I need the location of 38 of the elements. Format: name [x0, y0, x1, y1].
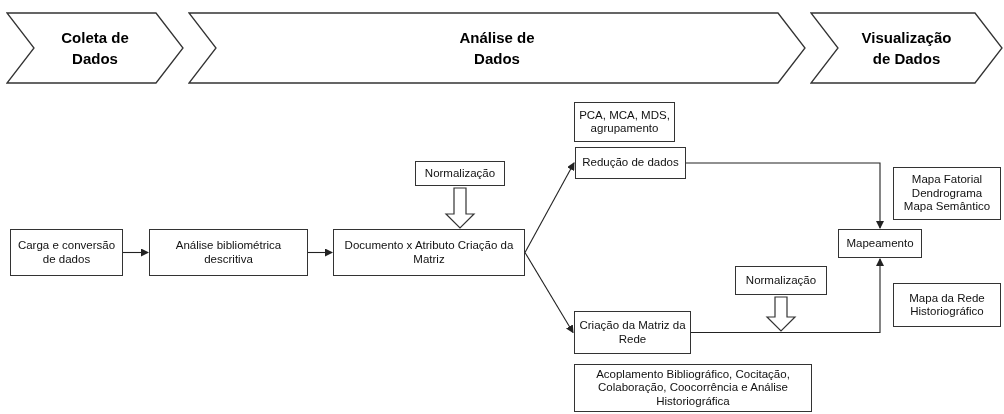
stage-banner: [810, 12, 1003, 84]
phase-label: Coleta de Dados: [60, 28, 130, 69]
arrow: [524, 162, 575, 254]
process-box: [575, 147, 686, 179]
block-arrow: [765, 296, 797, 332]
arrow: [122, 248, 149, 257]
arrow: [307, 248, 333, 257]
process-box: [10, 229, 123, 276]
box-label: Documento x Atributo Criação da Matriz: [343, 239, 515, 266]
process-box: [149, 229, 308, 276]
box-label: Análise bibliométrica descritiva: [174, 239, 283, 266]
process-box: [893, 167, 1001, 220]
box-label: Mapa da Rede Historiográfico: [908, 291, 986, 319]
box-label: Normalização: [745, 273, 817, 288]
phase-label: Visualização de Dados: [860, 28, 953, 69]
arrow: [524, 251, 574, 334]
process-box: [333, 229, 525, 276]
stage-banner: [6, 12, 184, 84]
box-label: Redução de dados: [582, 156, 679, 170]
box-label: Acoplamento Bibliográfico, Cocitação, Colaboração, Coocorrência e Análise Historiográfica: [595, 367, 791, 409]
box-label: Mapa Fatorial Dendrograma Mapa Semântico: [902, 173, 992, 214]
process-box: [574, 311, 691, 354]
process-box: [574, 102, 675, 142]
process-box: [574, 364, 812, 412]
box-label: Criação da Matriz da Rede: [579, 319, 686, 346]
process-box: [415, 161, 505, 186]
phase-label: Análise de Dados: [458, 28, 536, 69]
process-box: [735, 266, 827, 295]
box-label: Carga e conversão de dados: [16, 239, 117, 266]
box-label: Mapeamento: [846, 236, 914, 251]
process-box: [893, 283, 1001, 327]
box-label: PCA, MCA, MDS, agrupamento: [579, 108, 670, 136]
arrow: [690, 258, 884, 334]
box-label: Normalização: [424, 166, 496, 181]
block-arrow: [444, 187, 476, 229]
process-box: [838, 229, 922, 258]
stage-banner: [188, 12, 806, 84]
arrow: [685, 162, 884, 229]
